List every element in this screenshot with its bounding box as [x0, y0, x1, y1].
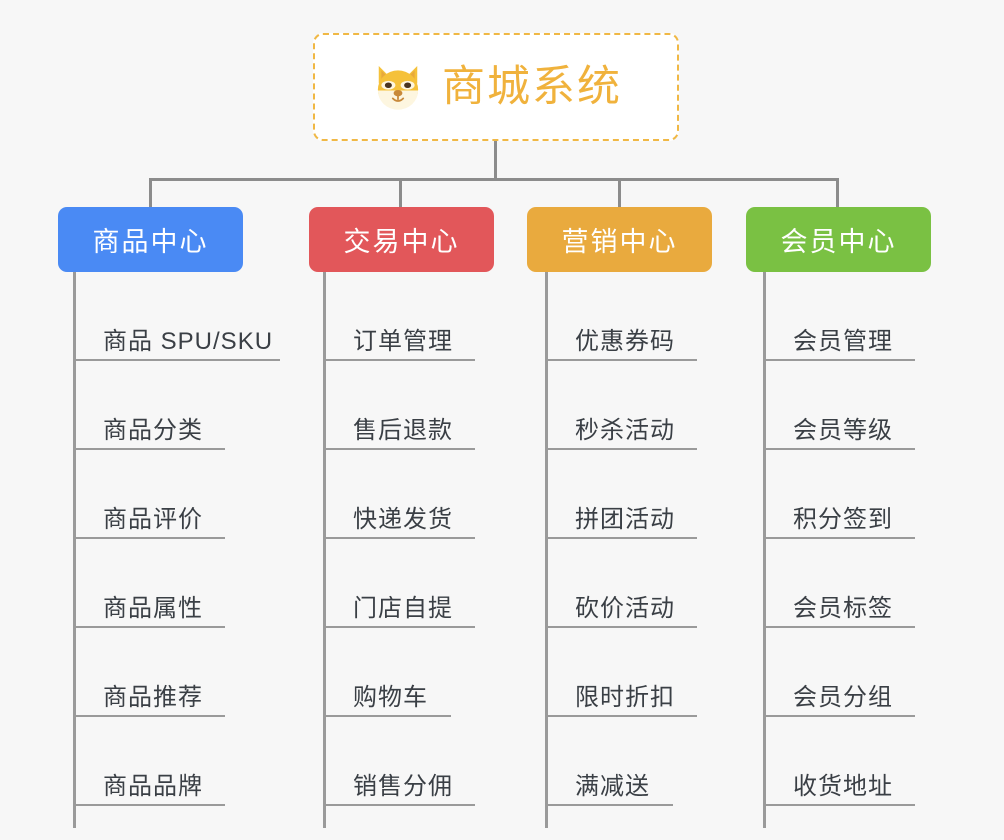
category-header-label: 商品中心 [92, 227, 209, 257]
leaf-item[interactable]: 快递发货 [323, 450, 475, 539]
leaf-item-label: 砍价活动 [575, 594, 675, 622]
leaf-item-label: 商品属性 [103, 594, 203, 622]
leaf-item-label: 商品分类 [103, 416, 203, 444]
connector-drop-1 [149, 178, 152, 208]
leaf-item-label: 商品品牌 [103, 772, 203, 800]
root-node-shop-system[interactable]: 商城系统 [313, 33, 679, 141]
leaf-item[interactable]: 满减送 [545, 717, 673, 806]
leaf-item[interactable]: 拼团活动 [545, 450, 697, 539]
leaf-item[interactable]: 会员管理 [763, 272, 915, 361]
shiba-dog-face-icon [377, 66, 419, 110]
leaf-item[interactable]: 限时折扣 [545, 628, 697, 717]
connector-drop-4 [836, 178, 839, 208]
leaf-item-label: 门店自提 [353, 594, 453, 622]
leaf-item-label: 拼团活动 [575, 505, 675, 533]
leaf-item-label: 商品推荐 [103, 683, 203, 711]
leaf-item-label: 积分签到 [793, 505, 893, 533]
leaf-item[interactable]: 会员分组 [763, 628, 915, 717]
leaf-item[interactable]: 购物车 [323, 628, 451, 717]
root-title: 商城系统 [442, 62, 622, 111]
leaf-item[interactable]: 门店自提 [323, 539, 475, 628]
leaf-item-label: 快递发货 [353, 505, 453, 533]
connector-root-stem [494, 141, 497, 180]
category-header-trade[interactable]: 交易中心 [309, 207, 494, 272]
category-header-product[interactable]: 商品中心 [58, 207, 243, 272]
connector-drop-3 [618, 178, 621, 208]
category-header-label: 营销中心 [561, 227, 678, 257]
category-header-label: 会员中心 [780, 227, 897, 257]
leaf-item[interactable]: 商品推荐 [73, 628, 225, 717]
leaf-item-label: 秒杀活动 [575, 416, 675, 444]
leaf-item[interactable]: 会员等级 [763, 361, 915, 450]
leaf-item[interactable]: 售后退款 [323, 361, 475, 450]
leaf-trunk-line [323, 272, 326, 828]
leaf-item-label: 订单管理 [353, 327, 453, 355]
leaf-item[interactable]: 商品评价 [73, 450, 225, 539]
leaf-trunk-line [545, 272, 548, 828]
category-header-member[interactable]: 会员中心 [746, 207, 931, 272]
leaf-item[interactable]: 商品属性 [73, 539, 225, 628]
leaf-item-label: 满减送 [575, 772, 650, 800]
category-header-marketing[interactable]: 营销中心 [527, 207, 712, 272]
leaf-item-label: 会员管理 [793, 327, 893, 355]
leaf-item-label: 售后退款 [353, 416, 453, 444]
leaf-item[interactable]: 商品分类 [73, 361, 225, 450]
leaf-item[interactable]: 会员标签 [763, 539, 915, 628]
leaf-item-label: 商品评价 [103, 505, 203, 533]
leaf-item[interactable]: 秒杀活动 [545, 361, 697, 450]
leaf-item[interactable]: 订单管理 [323, 272, 475, 361]
category-header-label: 交易中心 [343, 227, 460, 257]
leaf-item[interactable]: 销售分佣 [323, 717, 475, 806]
leaf-item-label: 购物车 [353, 683, 428, 711]
leaf-item-label: 会员分组 [793, 683, 893, 711]
leaf-item-label: 会员标签 [793, 594, 893, 622]
leaf-item-label: 商品 SPU/SKU [103, 327, 274, 355]
leaf-trunk-line [763, 272, 766, 828]
connector-drop-2 [399, 178, 402, 208]
leaf-item-label: 限时折扣 [575, 683, 675, 711]
leaf-item-label: 优惠券码 [575, 327, 675, 355]
leaf-item[interactable]: 商品 SPU/SKU [73, 272, 280, 361]
leaf-item-label: 收货地址 [793, 772, 893, 800]
leaf-trunk-line [73, 272, 76, 828]
connector-horizontal-bus [149, 178, 836, 181]
leaf-item[interactable]: 收货地址 [763, 717, 915, 806]
leaf-item-label: 会员等级 [793, 416, 893, 444]
leaf-item[interactable]: 优惠券码 [545, 272, 697, 361]
leaf-item[interactable]: 砍价活动 [545, 539, 697, 628]
leaf-item[interactable]: 积分签到 [763, 450, 915, 539]
leaf-item[interactable]: 商品品牌 [73, 717, 225, 806]
leaf-item-label: 销售分佣 [353, 772, 453, 800]
